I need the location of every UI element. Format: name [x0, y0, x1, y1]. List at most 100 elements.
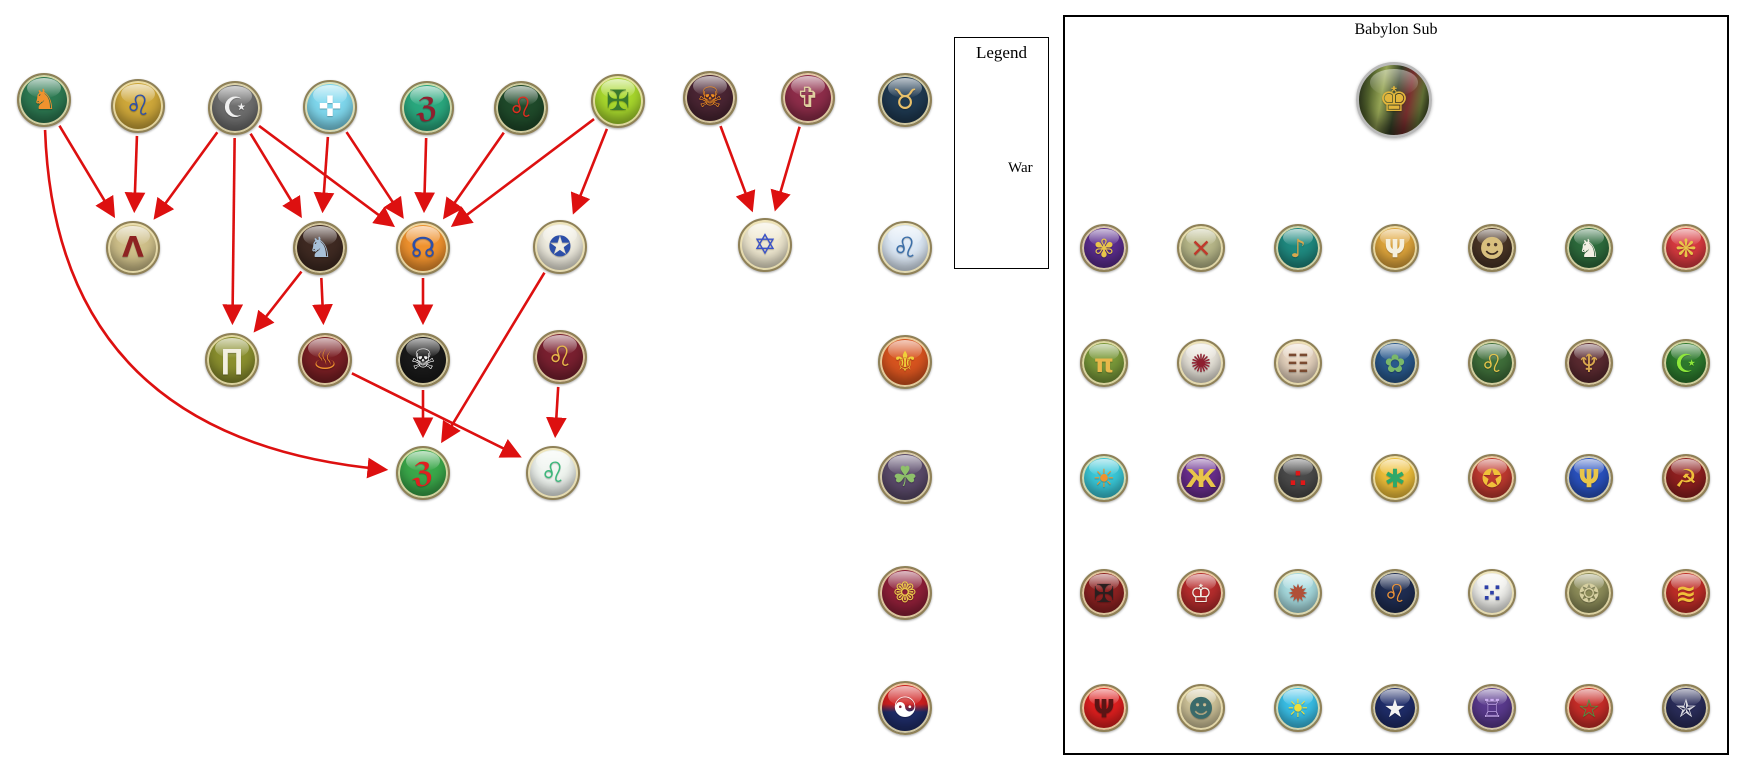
star-compass-glyph: ✪: [548, 230, 572, 263]
trinity-knot-icon: ☘: [878, 450, 932, 504]
war-arrow-teal-dragon-to-powder-horn: [414, 137, 435, 214]
crescent-and-star-glyph: ☪: [1674, 348, 1698, 378]
trigram-tablet-glyph: ☷: [1286, 348, 1310, 378]
white-elephant-icon: ♞: [1565, 224, 1613, 272]
white-star-glyph: ★: [1383, 693, 1407, 723]
war-arrow-crescent-fleur-to-powder-horn: [258, 124, 396, 228]
war-arrow-armenian-cross-to-star-of-david: [770, 126, 801, 212]
royal-crown-icon: ♔: [1177, 569, 1225, 617]
spread-eagle-glyph: Ψ: [1093, 693, 1115, 723]
powder-horn-icon: ☊: [396, 221, 450, 275]
compass-star-glyph: ✯: [1675, 693, 1697, 723]
petal-star-icon: ✹: [1274, 569, 1322, 617]
flame-glyph: ♨: [312, 343, 338, 376]
sword-lion-glyph: ♌: [547, 340, 573, 373]
peacock-icon: ✿: [1371, 339, 1419, 387]
torii-gate-icon: π: [1080, 339, 1128, 387]
totem-figure-icon: ♆: [1565, 339, 1613, 387]
green-octagram-glyph: ✱: [1384, 463, 1406, 493]
spartan-lambda-glyph: Λ: [122, 231, 144, 264]
blue-lion-glyph: ♌: [125, 89, 151, 122]
hammer-and-sickle-icon: ☭: [1662, 454, 1710, 502]
tiki-mask-glyph: ☻: [1187, 693, 1215, 723]
horse-rider-glyph: ♞: [307, 231, 333, 264]
swastika-icon: ✠: [1080, 569, 1128, 617]
war-arrow-sun-skull-to-star-of-david: [719, 125, 756, 213]
blue-lion-icon: ♌: [111, 79, 165, 133]
imperial-eagle-glyph: Ψ: [1578, 463, 1600, 493]
spread-eagle-icon: Ψ: [1080, 684, 1128, 732]
kangaroo-icon: ♞: [17, 73, 71, 127]
olive-sunburst-glyph: ❂: [1578, 578, 1600, 608]
golden-swirl-icon: ≋: [1662, 569, 1710, 617]
shrine-tower-glyph: ♖: [1480, 693, 1504, 723]
golden-lion-glyph: ♌: [1480, 348, 1504, 378]
finland-lion-shield-glyph: ♌: [892, 231, 918, 264]
star-of-david-icon: ✡: [738, 218, 792, 272]
green-pentagram-icon: ☆: [1565, 684, 1613, 732]
white-star-icon: ★: [1371, 684, 1419, 732]
inukshuk-glyph: ✜: [318, 90, 342, 123]
orange-sun-icon: ☀: [1080, 454, 1128, 502]
laurel-wreath-icon: ✾: [1080, 224, 1128, 272]
golden-swirl-glyph: ≋: [1675, 578, 1697, 608]
red-lion-icon: ♌: [494, 81, 548, 135]
portuguese-shields-icon: ⁙: [1468, 569, 1516, 617]
teal-dragon-icon: ℨ: [400, 81, 454, 135]
war-arrow-blue-lion-to-spartan-lambda: [124, 135, 146, 214]
crossed-saltire-glyph: ✕: [1190, 233, 1212, 263]
taegeuk-glyph: ☯: [892, 691, 918, 724]
red-dragon-glyph: ℨ: [412, 456, 434, 489]
kahili-glyph: ⚜: [892, 345, 918, 378]
maple-leaves-icon: ❋: [1662, 224, 1710, 272]
sword-lion-icon: ♌: [533, 330, 587, 384]
harp-icon: ♪: [1274, 224, 1322, 272]
imperial-eagle-icon: Ψ: [1565, 454, 1613, 502]
three-red-dots-glyph: ∴: [1289, 463, 1307, 493]
green-lion-glyph: ♌: [540, 456, 566, 489]
double-headed-eagle-glyph: Ж: [1185, 463, 1217, 493]
sun-skull-glyph: ☠: [697, 81, 723, 114]
war-arrow-inukshuk-to-powder-horn: [345, 131, 404, 219]
torii-gate-glyph: π: [1094, 348, 1114, 378]
crowned-king-icon: ♚: [1378, 80, 1410, 120]
white-eagle-icon: Ψ: [1371, 224, 1419, 272]
wreath-emblem-icon: ✪: [1468, 454, 1516, 502]
sun-face-icon: ☀: [1274, 684, 1322, 732]
maori-mask-icon: ☻: [1468, 224, 1516, 272]
swastika-glyph: ✠: [1093, 578, 1115, 608]
babylon-leader-portrait: ♚: [1356, 62, 1432, 138]
war-arrow-flame-to-green-lion: [351, 372, 522, 458]
war-arrow-star-compass-to-red-dragon: [441, 271, 546, 444]
inukshuk-icon: ✜: [303, 80, 357, 134]
green-cross-glyph: ✠: [606, 84, 630, 117]
golden-boar-glyph: ♉: [892, 83, 918, 116]
crimson-sunburst-glyph: ✺: [1190, 348, 1212, 378]
maori-mask-glyph: ☻: [1478, 233, 1506, 263]
trigram-tablet-icon: ☷: [1274, 339, 1322, 387]
olive-sunburst-icon: ❂: [1565, 569, 1613, 617]
finland-lion-shield-icon: ♌: [878, 221, 932, 275]
three-red-dots-icon: ∴: [1274, 454, 1322, 502]
armenian-cross-icon: ✞: [781, 71, 835, 125]
laurel-wreath-glyph: ✾: [1093, 233, 1115, 263]
war-arrow-crescent-fleur-to-spartan-lambda: [153, 131, 219, 220]
legend-title: Legend: [976, 43, 1027, 62]
green-octagram-icon: ✱: [1371, 454, 1419, 502]
royal-crown-glyph: ♔: [1189, 578, 1213, 608]
crescent-fleur-glyph: ☪: [222, 91, 248, 124]
tiki-mask-icon: ☻: [1177, 684, 1225, 732]
war-arrow-horse-rider-to-gate-monument: [253, 270, 303, 333]
kangaroo-glyph: ♞: [31, 83, 57, 116]
teal-dragon-glyph: ℨ: [416, 91, 438, 124]
petal-star-glyph: ✹: [1287, 578, 1309, 608]
legend-box: Legend: [954, 37, 1049, 269]
sun-face-glyph: ☀: [1286, 693, 1310, 723]
crossed-saltire-icon: ✕: [1177, 224, 1225, 272]
lion-with-axe-glyph: ♌: [1383, 578, 1407, 608]
skull-and-crossbones-glyph: ☠: [410, 343, 436, 376]
compass-star-icon: ✯: [1662, 684, 1710, 732]
war-arrow-kangaroo-to-spartan-lambda: [58, 125, 116, 219]
crimson-sunburst-icon: ✺: [1177, 339, 1225, 387]
